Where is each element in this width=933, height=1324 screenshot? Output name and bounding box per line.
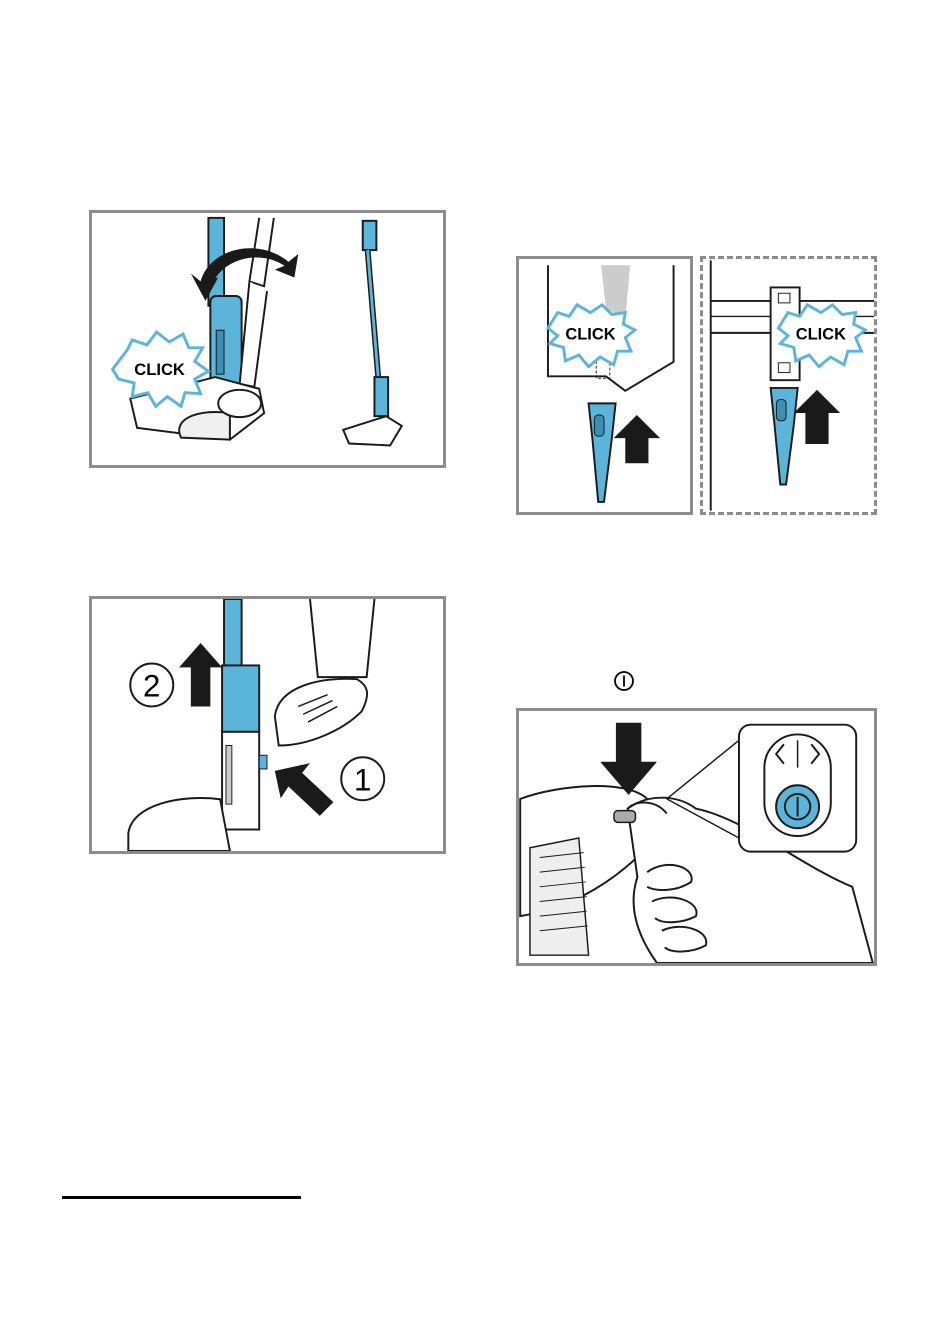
illustration-attach-accessory-left: CLICK [516, 256, 693, 515]
illustration-release-tube: 2 1 [89, 596, 446, 854]
click-label-left: CLICK [565, 326, 615, 344]
click-label: CLICK [134, 360, 185, 379]
step-one-label: 1 [354, 762, 371, 797]
attach-accessory-right-drawing: CLICK [703, 259, 874, 512]
power-icon [613, 670, 635, 692]
power-on-drawing [519, 711, 874, 963]
footer-rule [62, 1196, 301, 1199]
attach-accessory-left-drawing: CLICK [519, 259, 690, 512]
click-label-right: CLICK [796, 326, 846, 344]
step-two-label: 2 [143, 669, 160, 704]
illustration-attach-nozzle: CLICK [89, 210, 446, 468]
illustration-power-on [516, 708, 877, 966]
release-tube-drawing: 2 1 [92, 599, 443, 851]
illustration-attach-accessory-right: CLICK [700, 256, 877, 515]
attach-nozzle-drawing: CLICK [92, 213, 443, 465]
